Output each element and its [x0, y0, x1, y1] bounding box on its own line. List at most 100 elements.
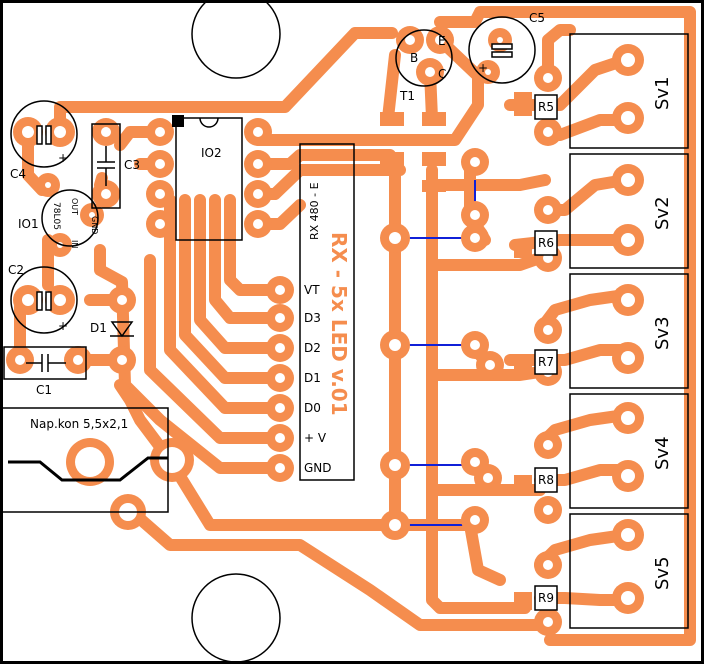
- trace-d1: [179, 194, 286, 384]
- t1-outline: [395, 29, 453, 87]
- receiver-outline: [299, 143, 355, 481]
- pad-hole: [497, 37, 503, 43]
- ic1-gnd-label: GND: [90, 216, 99, 234]
- receiver-pin-label: + V: [304, 431, 327, 445]
- pad-hole: [470, 340, 480, 350]
- pad-hole: [389, 232, 401, 244]
- r5-outline: [534, 94, 558, 120]
- pad-hole: [543, 73, 553, 83]
- pad-hole: [470, 157, 480, 167]
- component-outlines: [1, 16, 689, 629]
- smd-pad: [514, 240, 532, 258]
- pad-hole: [470, 457, 480, 467]
- d1-label: D1: [90, 321, 107, 335]
- c4-label: C4: [10, 167, 26, 181]
- c2-plate: [36, 291, 43, 311]
- connector-label: Nap.kon 5,5x2,1: [30, 417, 128, 431]
- smd-pad: [380, 152, 404, 166]
- output-label: Sv1: [652, 76, 673, 110]
- pad-hole: [425, 67, 435, 77]
- pad-hole: [117, 355, 127, 365]
- pad-hole: [253, 189, 263, 199]
- pad-hole: [621, 53, 635, 67]
- output-label: Sv5: [652, 556, 673, 590]
- connector-outline: [1, 407, 169, 513]
- pad-hole: [621, 293, 635, 307]
- pad-hole: [389, 459, 401, 471]
- sv5-outline: [569, 513, 689, 629]
- c2-label: C2: [8, 263, 24, 277]
- ic2-notch: [199, 117, 219, 128]
- pad-hole: [22, 294, 34, 306]
- pad-hole: [15, 355, 25, 365]
- pad-hole: [117, 295, 127, 305]
- output-label: Sv4: [652, 436, 673, 470]
- c5-label: C5: [529, 11, 545, 25]
- t1-e-label: E: [438, 34, 446, 48]
- mounting-hole-bottom: [191, 573, 281, 663]
- pad-hole: [389, 339, 401, 351]
- pad-hole: [470, 233, 480, 243]
- receiver-pin-label: D3: [304, 311, 321, 325]
- pad-hole: [485, 69, 491, 75]
- ic1-out-label: OUT: [70, 198, 79, 215]
- pad-hole: [155, 127, 165, 137]
- receiver-pin-label: D2: [304, 341, 321, 355]
- r7-outline: [534, 349, 558, 375]
- ic1-part-label: 78L05: [51, 202, 61, 230]
- ic2-pin1-marker: [172, 115, 184, 127]
- ic2-label: IO2: [201, 146, 222, 160]
- c5-plate2: [491, 51, 513, 58]
- trace-t1-e: [252, 34, 484, 146]
- pad-hole: [470, 210, 480, 220]
- connector-line: [8, 456, 168, 482]
- pads: [6, 26, 644, 636]
- pad-hole: [543, 440, 553, 450]
- pad-hole: [275, 433, 285, 443]
- receiver-pin-label: D0: [304, 401, 321, 415]
- pad-hole: [483, 473, 493, 483]
- pad-hole: [45, 182, 51, 188]
- mounting-hole-top: [191, 0, 281, 79]
- trace-c5-bus: [434, 6, 696, 646]
- pad-hole: [621, 351, 635, 365]
- resistor-label: R8: [538, 473, 554, 487]
- c4-plate2: [45, 125, 52, 145]
- ic1-outline: [41, 189, 99, 247]
- t1-c-label: C: [438, 67, 446, 81]
- smd-pad: [422, 180, 446, 192]
- pad-hole: [543, 205, 553, 215]
- c4-outline: [10, 100, 78, 168]
- trace-right-top: [542, 24, 576, 84]
- c3-label: C3: [124, 158, 140, 172]
- pad-hole: [485, 360, 495, 370]
- c5-plus: +: [478, 61, 488, 75]
- t1-label: T1: [399, 89, 415, 103]
- pad-hole: [73, 355, 83, 365]
- sv1-outline: [569, 33, 689, 149]
- pad-hole: [621, 173, 635, 187]
- pad-hole: [155, 189, 165, 199]
- trace-right-feed: [426, 174, 551, 191]
- connector-pad-hole: [75, 447, 105, 477]
- pad-hole: [89, 212, 95, 218]
- pad-hole: [621, 411, 635, 425]
- trace-top-bus: [54, 27, 398, 138]
- trace-t1-b: [382, 49, 401, 124]
- trace-right-feed3: [426, 366, 546, 381]
- trace-j4: [464, 519, 506, 586]
- pad-hole: [253, 159, 263, 169]
- smd-pad: [422, 112, 446, 126]
- pad-hole: [405, 35, 415, 45]
- pad-hole: [621, 528, 635, 542]
- output-label: Sv2: [652, 196, 673, 230]
- sv4-outline: [569, 393, 689, 509]
- d1-symbol: [110, 321, 134, 338]
- resistor-label: R9: [538, 591, 554, 605]
- pad-hole: [543, 325, 553, 335]
- pad-hole: [470, 515, 480, 525]
- smd-pad: [514, 475, 532, 493]
- output-label: Sv3: [652, 316, 673, 350]
